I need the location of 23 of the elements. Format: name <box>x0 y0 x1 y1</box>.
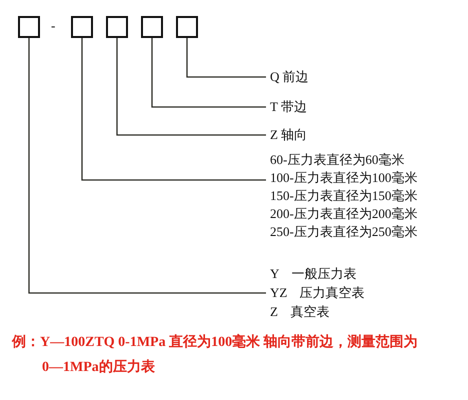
leader-line <box>28 38 266 294</box>
option-text: 60-压力表直径为60毫米 <box>270 151 406 169</box>
code-position-box <box>106 16 128 38</box>
example-note: 例：Y—100ZTQ 0-1MPa 直径为100毫米 轴向带前边，测量范围为0—1MPa的压力表 <box>12 332 419 377</box>
code-position-box <box>141 16 163 38</box>
option-text: 100-压力表直径为100毫米 <box>270 169 418 187</box>
option-text: Q 前边 <box>266 68 309 86</box>
option-text: Z 轴向 <box>266 126 308 144</box>
option-text: Y 一般压力表 <box>270 265 358 283</box>
leader-line <box>186 38 266 78</box>
option-text: 250-压力表直径为250毫米 <box>270 223 418 241</box>
option-text: YZ 压力真空表 <box>270 284 365 302</box>
leader-line <box>116 38 266 136</box>
code-position-box <box>176 16 198 38</box>
hyphen-text: - <box>51 17 56 35</box>
leader-line <box>81 38 266 181</box>
option-text: 200-压力表直径为200毫米 <box>270 205 418 223</box>
option-text: T 带边 <box>266 98 307 116</box>
code-position-box <box>18 16 40 38</box>
code-position-box <box>71 16 93 38</box>
option-text: 150-压力表直径为150毫米 <box>270 187 418 205</box>
leader-line <box>151 38 266 108</box>
option-text: Z 真空表 <box>270 303 330 321</box>
